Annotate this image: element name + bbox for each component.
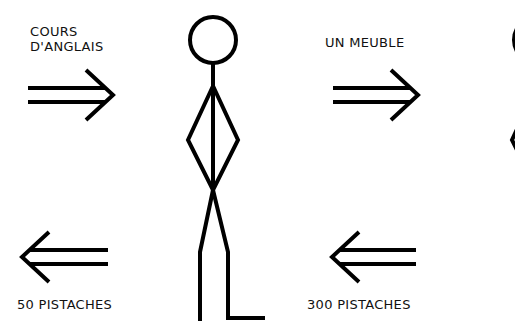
label: 50 PISTACHES (17, 297, 157, 312)
double-arrow (22, 232, 108, 282)
figure-leg (200, 190, 213, 321)
figure-head (514, 17, 515, 63)
label: COURS D'ANGLAIS (30, 24, 125, 54)
label: UN MEUBLE (325, 35, 445, 50)
double-arrow (28, 70, 113, 120)
label: 300 PISTACHES (307, 297, 457, 312)
double-arrow (333, 70, 418, 120)
figure-arms (512, 86, 515, 190)
figure-leg (213, 190, 265, 318)
figure-arms (188, 86, 238, 190)
double-arrow (332, 232, 416, 282)
figure-head (190, 17, 236, 63)
